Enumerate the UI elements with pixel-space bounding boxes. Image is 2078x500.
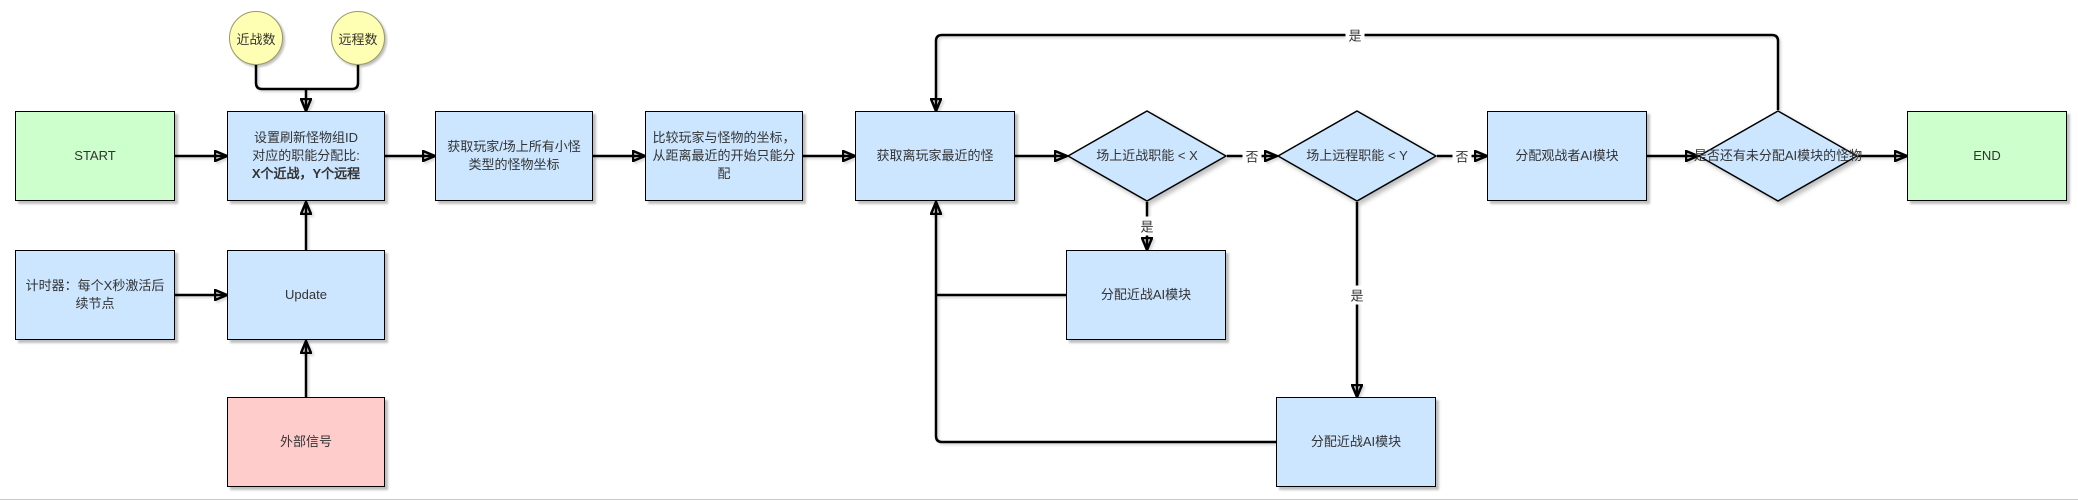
node-get-coords: 获取玩家/场上所有小怪类型的怪物坐标 [435, 111, 593, 201]
node-get-nearest: 获取离玩家最近的怪 [855, 111, 1015, 201]
edge-label-yes-melee: 是 [1137, 216, 1157, 236]
edge-label-yes-ranged: 是 [1347, 285, 1367, 305]
diamond-shape [1698, 110, 1858, 202]
edge-assign-melee2-feedback [936, 202, 1276, 444]
node-assign-melee-2: 分配近战AI模块 [1276, 397, 1436, 487]
node-assign-spectator: 分配观战者AI模块 [1487, 111, 1647, 201]
node-assign-melee-1: 分配近战AI模块 [1066, 250, 1226, 340]
node-set-ratio: 设置刷新怪物组ID 对应的职能分配比: X个近战，Y个远程 [227, 111, 385, 201]
node-external-signal: 外部信号 [227, 397, 385, 487]
edge-label-no-melee: 否 [1242, 146, 1262, 166]
node-timer: 计时器：每个X秒激活后续节点 [15, 250, 175, 340]
node-start: START [15, 111, 175, 201]
edge-ranged-count-down [306, 65, 360, 91]
node-compare-coords: 比较玩家与怪物的坐标，从距离最近的开始只能分配 [645, 111, 803, 201]
set-ratio-line1: 设置刷新怪物组ID [253, 129, 358, 145]
ranged-check-label: 场上远程职能 < Y [1306, 147, 1408, 163]
node-update: Update [227, 250, 385, 340]
node-ranged-count: 远程数 [331, 11, 385, 65]
node-melee-check: 场上近战职能 < X [1067, 110, 1227, 202]
remaining-check-label: 是否还有未分配AI模块的怪物 [1693, 147, 1863, 163]
edge-label-yes-top: 是 [1345, 25, 1365, 45]
node-end: END [1907, 111, 2067, 201]
set-ratio-line2: 对应的职能分配比: [252, 147, 360, 163]
edge-remaining-check-yes-loop [936, 33, 1780, 111]
set-ratio-line3: X个近战，Y个远程 [251, 166, 361, 182]
node-remaining-check: 是否还有未分配AI模块的怪物 [1694, 110, 1862, 202]
edge-melee-count-down [254, 65, 306, 91]
diamond-shape [1277, 110, 1437, 202]
node-melee-count: 近战数 [229, 11, 283, 65]
node-ranged-check: 场上远程职能 < Y [1277, 110, 1437, 202]
edge-label-no-ranged: 否 [1452, 146, 1472, 166]
melee-check-label: 场上近战职能 < X [1096, 147, 1198, 163]
diamond-shape [1067, 110, 1227, 202]
